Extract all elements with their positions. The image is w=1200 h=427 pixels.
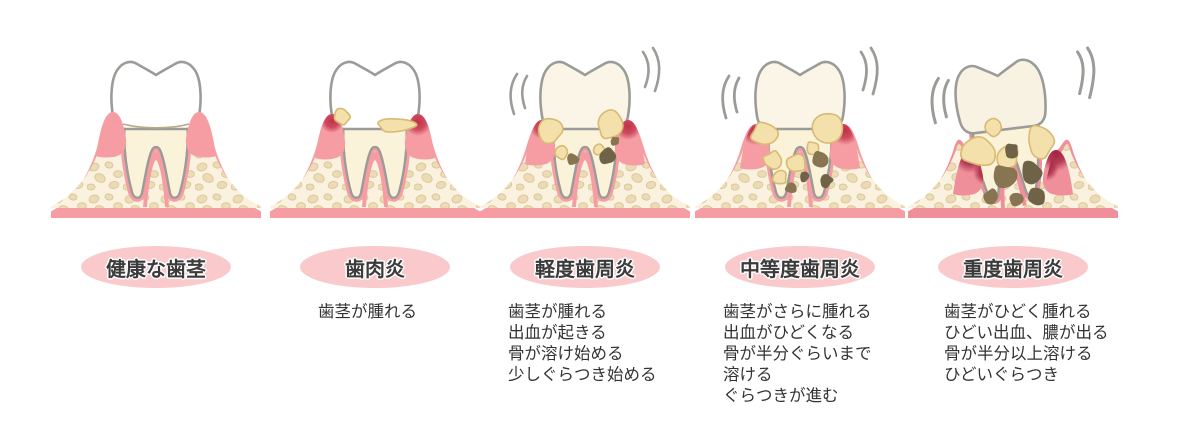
description-line: 出血が起きる bbox=[508, 323, 607, 342]
stage-label-badge: 重度歯周炎 bbox=[938, 246, 1088, 288]
tooth-illustration-moderate bbox=[689, 0, 911, 228]
description-line: 骨が溶け始める bbox=[508, 344, 624, 363]
motion-lines bbox=[721, 46, 879, 120]
decay bbox=[784, 151, 834, 194]
tooth-crown bbox=[110, 60, 202, 131]
motion-lines bbox=[930, 46, 1096, 125]
description-line: 歯茎がひどく腫れる bbox=[944, 302, 1092, 321]
stage-label-badge: 健康な歯茎 bbox=[81, 246, 231, 288]
stage-label-badge: 軽度歯周炎 bbox=[510, 246, 660, 288]
description-line: ひどいぐらつき bbox=[944, 365, 1060, 384]
tooth bbox=[110, 60, 202, 207]
description-line: ぐらつきが進む bbox=[723, 386, 839, 405]
description-line: 歯茎が腫れる bbox=[318, 302, 417, 321]
decay bbox=[983, 143, 1045, 207]
stage-description: 歯茎がさらに腫れる出血がひどくなる骨が半分ぐらいまで溶けるぐらつきが進む bbox=[695, 301, 933, 406]
stage-column-severe: 重度歯周炎 歯茎がひどく腫れるひどい出血、膿が出る骨が半分以上溶けるひどいぐらつ… bbox=[902, 0, 1124, 427]
description-line: 少しぐらつき始める bbox=[508, 365, 657, 384]
stage-description: 歯茎がひどく腫れるひどい出血、膿が出る骨が半分以上溶けるひどいぐらつき bbox=[908, 301, 1154, 385]
gum-spike bbox=[572, 152, 598, 207]
gum-spike bbox=[143, 152, 169, 207]
tooth-illustration-healthy bbox=[45, 0, 267, 228]
tartar-deposits bbox=[333, 107, 418, 133]
gum-line bbox=[122, 123, 190, 129]
stage-column-gingivitis: 歯肉炎 歯茎が腫れる bbox=[264, 0, 486, 427]
stage-description: 歯茎が腫れる出血が起きる骨が溶け始める少しぐらつき始める bbox=[480, 301, 718, 385]
description-line: 骨が半分以上溶ける bbox=[944, 344, 1093, 363]
stage-column-mild: 軽度歯周炎 歯茎が腫れる出血が起きる骨が溶け始める少しぐらつき始める bbox=[474, 0, 696, 427]
stage-label: 軽度歯周炎 bbox=[535, 256, 635, 281]
gum-margin bbox=[96, 112, 216, 158]
stage-column-healthy: 健康な歯茎 bbox=[45, 0, 267, 427]
stage-label: 健康な歯茎 bbox=[106, 256, 206, 281]
tooth bbox=[329, 60, 421, 207]
description-line: 溶ける bbox=[723, 365, 773, 384]
stage-label: 歯肉炎 bbox=[345, 256, 405, 281]
description-line: 骨が半分ぐらいまで bbox=[723, 344, 872, 363]
tooth-illustration-gingivitis bbox=[264, 0, 486, 228]
stage-label: 中等度歯周炎 bbox=[740, 256, 860, 281]
description-line: 出血がひどくなる bbox=[723, 323, 855, 342]
description-line: 歯茎が腫れる bbox=[508, 302, 607, 321]
tooth-illustration-severe bbox=[902, 0, 1124, 228]
stage-label-badge: 中等度歯周炎 bbox=[725, 246, 875, 288]
stage-label: 重度歯周炎 bbox=[963, 256, 1063, 281]
description-line: ひどい出血、膿が出る bbox=[944, 323, 1109, 342]
tartar-deposits bbox=[537, 109, 624, 161]
stage-description: 歯茎が腫れる bbox=[270, 301, 528, 322]
motion-lines bbox=[509, 46, 661, 116]
stage-column-moderate: 中等度歯周炎 歯茎がさらに腫れる出血がひどくなる骨が半分ぐらいまで溶けるぐらつき… bbox=[689, 0, 911, 427]
description-line: 歯茎がさらに腫れる bbox=[723, 302, 872, 321]
gum-spike bbox=[362, 152, 388, 207]
stage-label-badge: 歯肉炎 bbox=[300, 246, 450, 288]
tooth-crown bbox=[954, 58, 1047, 135]
decay bbox=[567, 136, 620, 166]
tartar-deposits bbox=[749, 112, 844, 185]
tooth-illustration-mild bbox=[474, 0, 696, 228]
